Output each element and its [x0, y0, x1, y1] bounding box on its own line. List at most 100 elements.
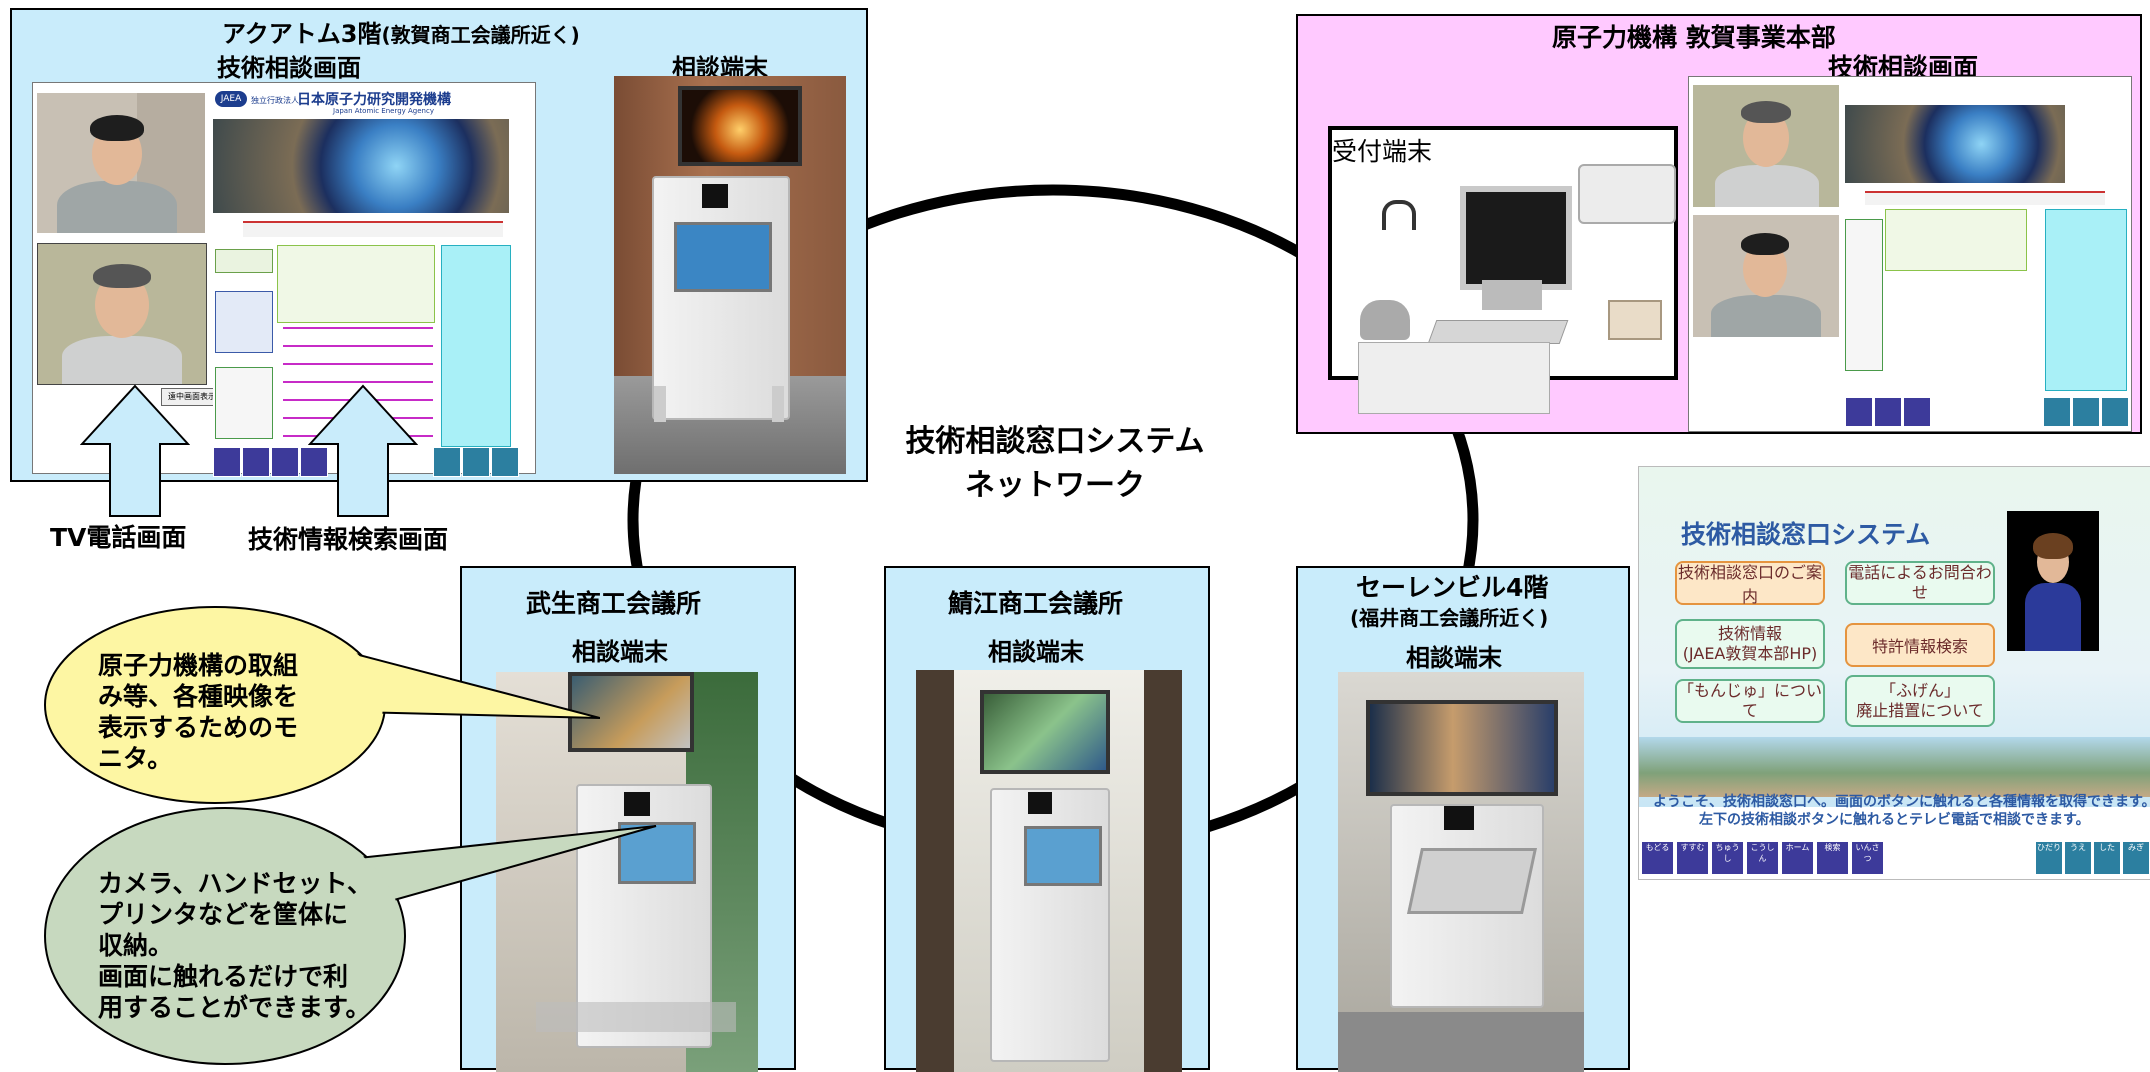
tsuruga-panel: 原子力機構 敦賀事業本部 技術相談画面 — [1296, 14, 2142, 434]
sabae-title: 鯖江商工会議所 — [948, 589, 1124, 618]
jaea-bottom-nav — [1845, 397, 2129, 427]
jaea-org-name: 日本原子力研究開発機構 — [297, 92, 451, 108]
video-window-user — [1693, 215, 1839, 337]
takefu-panel: 武生商工会議所 相談端末 — [460, 566, 796, 1072]
fugen-button[interactable]: 「ふげん」 廃止措置について — [1845, 675, 1995, 727]
nav-button[interactable] — [1903, 397, 1931, 427]
network-title-line1: 技術相談窓口システム — [905, 424, 1205, 459]
seiren-title-sub: (福井商工会議所近く) — [1350, 606, 1549, 630]
nav-button[interactable] — [2072, 397, 2100, 427]
nav-button[interactable] — [433, 447, 461, 477]
monitor-callout-line: み等、各種映像を — [98, 682, 299, 711]
jaea-org-prefix: 独立行政法人 — [251, 96, 299, 105]
headset-icon — [1382, 200, 1416, 230]
sabae-panel: 鯖江商工会議所 相談端末 — [884, 566, 1210, 1072]
video-window-user — [37, 243, 207, 385]
menu-title: 技術相談窓口システム — [1681, 520, 1931, 549]
menu-nav-left: もどるすすむちゅうしこうしんホーム検索いんさつ — [1641, 841, 1901, 875]
menu-nav-button[interactable]: こうしん — [1746, 841, 1779, 875]
camera-callout-line: カメラ、ハンドセット、 — [98, 869, 373, 898]
seiren-title: セーレンビル4階 — [1356, 573, 1549, 602]
video-window-operator — [1693, 85, 1839, 207]
takefu-terminal-label: 相談端末 — [572, 638, 668, 666]
menu-nav-button[interactable]: した — [2093, 841, 2121, 875]
search-screen-label: 技術情報検索画面 — [248, 525, 449, 554]
sabae-terminal-label: 相談端末 — [988, 638, 1084, 666]
nav-button[interactable] — [1874, 397, 1902, 427]
menu-nav-button[interactable]: うえ — [2064, 841, 2092, 875]
acatom-subtitle: 技術相談画面 — [217, 54, 361, 82]
seiren-terminal-label: 相談端末 — [1406, 644, 1502, 672]
camera-callout-line: 用することができます。 — [98, 993, 371, 1022]
network-title-line2: ネットワーク — [965, 468, 1145, 503]
tech-info-line1: 技術情報 — [1717, 624, 1782, 643]
nav-button[interactable] — [1845, 397, 1873, 427]
acatom-terminal-photo — [614, 76, 846, 474]
menu-nav-button[interactable]: もどる — [1641, 841, 1674, 875]
monju-button[interactable]: 「もんじゅ」について — [1675, 679, 1825, 723]
nav-button[interactable] — [2101, 397, 2129, 427]
acatom-title-main: アクアトム3階 — [222, 20, 382, 48]
menu-nav-button[interactable]: みぎ — [2122, 841, 2150, 875]
acatom-panel: アクアトム3階(敦賀商工会議所近く) 技術相談画面 相談端末 遠中画面表示 JA… — [10, 8, 868, 482]
monitor-callout-line: 原子力機構の取組 — [98, 651, 299, 680]
acatom-title: アクアトム3階(敦賀商工会議所近く) — [222, 14, 580, 49]
camera-callout-line: 収納。 — [98, 931, 174, 960]
tech-info-button[interactable]: 技術情報 (JAEA敦賀本部HP) — [1675, 619, 1825, 669]
reception-label: 受付端末 — [1332, 137, 1433, 166]
tv-screen-label: TV電話画面 — [50, 523, 187, 552]
seiren-panel: セーレンビル4階 (福井商工会議所近く) 相談端末 — [1296, 566, 1630, 1072]
camera-callout-shape — [44, 807, 657, 1065]
nav-button[interactable] — [300, 447, 328, 477]
nav-button[interactable] — [462, 447, 490, 477]
menu-nav-button[interactable]: ホーム — [1781, 841, 1814, 875]
menu-nav-button[interactable]: すすむ — [1676, 841, 1709, 875]
menu-nav-button[interactable]: いんさつ — [1851, 841, 1884, 875]
nav-button[interactable] — [242, 447, 270, 477]
jaea-logo: JAEA — [215, 91, 247, 107]
jaea-news — [277, 245, 437, 453]
tsuruga-consult-screen — [1688, 76, 2132, 432]
network-title: 技術相談窓口システム ネットワーク — [870, 420, 1240, 508]
nav-button[interactable] — [491, 447, 519, 477]
monitor-callout-text: 原子力機構の取組 み等、各種映像を 表示するためのモ ニタ。 — [98, 650, 338, 774]
menu-landscape — [1639, 737, 2150, 797]
video-window-operator — [37, 93, 205, 233]
camera-icon — [1360, 300, 1410, 340]
reception-keypad — [1358, 342, 1550, 414]
reception-terminal-box: 受付端末 — [1328, 126, 1678, 380]
camera-callout-line: 画面に触れるだけで利 — [98, 962, 349, 991]
takefu-title: 武生商工会議所 — [526, 589, 702, 618]
keyboard-icon — [1427, 320, 1569, 344]
monitor-callout-line: 表示するためのモ — [98, 713, 299, 742]
monitor-callout-shape — [44, 606, 600, 804]
guide-button[interactable]: 技術相談窓口のご案内 — [1675, 561, 1825, 606]
nav-button[interactable] — [271, 447, 299, 477]
nav-button[interactable] — [2043, 397, 2071, 427]
tv-screen-arrow — [80, 384, 190, 517]
menu-screen: 技術相談窓口システム 技術相談窓口のご案内 電話によるお問合わせ 技術情報 (J… — [1638, 466, 2150, 880]
jaea-left-menu — [213, 245, 275, 445]
menu-nav-button[interactable]: ちゅうし — [1711, 841, 1744, 875]
printer-icon — [1578, 164, 1676, 224]
jaea-org-en: Japan Atomic Energy Agency — [333, 107, 434, 115]
nav-button[interactable] — [213, 447, 241, 477]
card-reader-icon — [1608, 300, 1662, 340]
fugen-line1: 「ふげん」 — [1879, 681, 1960, 700]
menu-nav-button[interactable]: ひだり — [2035, 841, 2063, 875]
acatom-consult-screen: 遠中画面表示 JAEA 独立行政法人 日本原子力研究開発機構 Japan Ato… — [32, 82, 536, 477]
menu-nav-button[interactable]: 検索 — [1816, 841, 1849, 875]
jaea-nav-bar — [243, 221, 503, 237]
camera-callout-text: カメラ、ハンドセット、 プリンタなどを筐体に 収納。 画面に触れるだけで利 用す… — [98, 868, 398, 1023]
jaea-right-column — [441, 245, 511, 447]
fugen-line2: 廃止措置について — [1856, 701, 1984, 720]
guide-avatar — [2007, 511, 2099, 651]
jaea-webpage — [1845, 79, 2129, 429]
phone-button[interactable]: 電話によるお問合わせ — [1845, 561, 1995, 605]
menu-nav-right: ひだりうえしたみぎ — [2035, 841, 2150, 875]
search-screen-arrow — [308, 384, 418, 517]
welcome-line2: 左下の技術相談ボタンに触れるとテレビ電話で相談できます。 — [1699, 812, 2090, 828]
seiren-terminal-photo — [1338, 672, 1584, 1072]
welcome-line1: ようこそ、技術相談窓口へ。画面のボタンに触れると各種情報を取得できます。 — [1653, 794, 2150, 810]
patent-button[interactable]: 特許情報検索 — [1845, 623, 1995, 667]
